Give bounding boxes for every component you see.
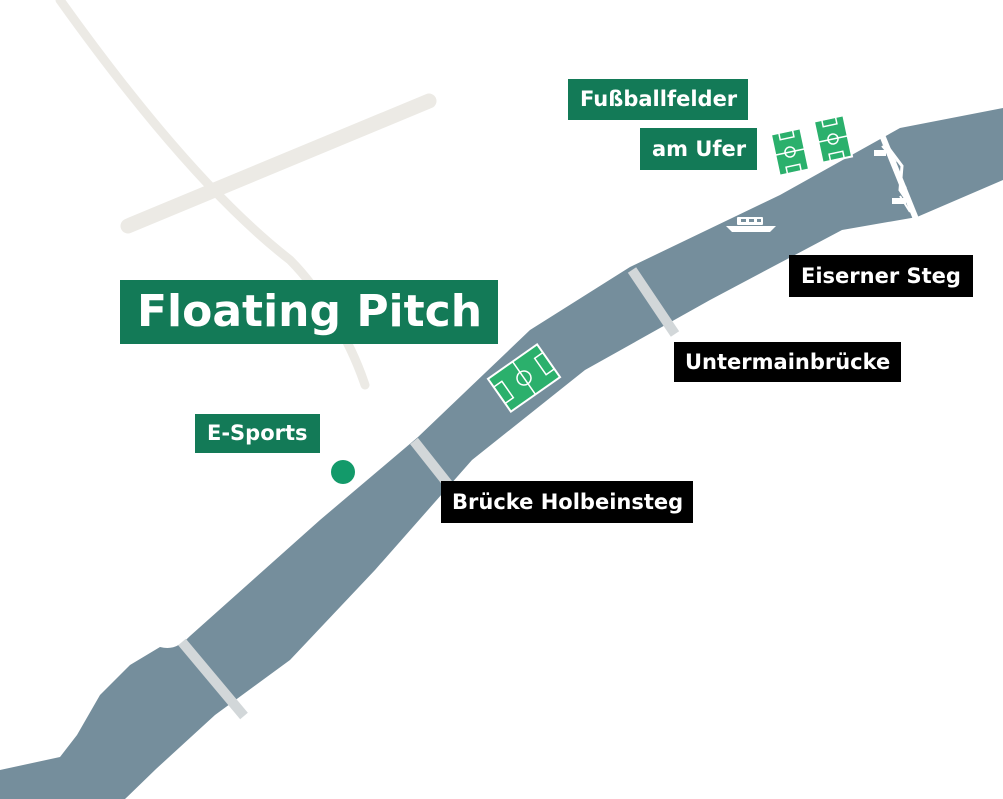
location-dot-icon[interactable] — [331, 460, 355, 484]
poi-label-football-fields-line1[interactable]: Fußballfelder — [568, 79, 749, 120]
bridge-holbeinsteg — [410, 437, 452, 488]
bridges — [178, 128, 919, 720]
bridge-eiserner-steg — [874, 128, 919, 221]
poi-label-football-fields-line2[interactable]: am Ufer — [640, 128, 758, 170]
football-pitch-icon — [769, 127, 811, 177]
map-title: Floating Pitch — [120, 280, 499, 344]
boat-icon — [726, 217, 776, 232]
river — [0, 108, 1003, 799]
bridge-label-holbeinsteg[interactable]: Brücke Holbeinsteg — [441, 481, 694, 523]
bridge-label-untermainbruecke[interactable]: Untermainbrücke — [674, 342, 902, 382]
football-pitch-icon — [812, 114, 854, 164]
bridge-label-eiserner-steg[interactable]: Eiserner Steg — [789, 255, 973, 297]
football-pitch-icon — [486, 343, 562, 413]
bridge-untermainbruecke — [627, 267, 680, 337]
poi-label-esports[interactable]: E-Sports — [195, 414, 320, 453]
street-horizontal — [120, 93, 437, 234]
bridge-upper — [178, 638, 248, 720]
